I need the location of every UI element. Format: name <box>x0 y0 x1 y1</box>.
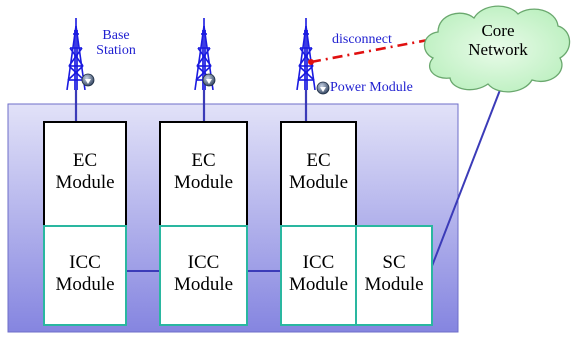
icc-module-title: ICC <box>302 252 335 273</box>
icc-module-box <box>43 225 127 326</box>
icc-module-2: ICC Module <box>160 252 247 297</box>
icc-module-3: ICC Module <box>281 252 356 297</box>
sc-module-title: SC <box>382 252 406 273</box>
icc-module-subtitle: Module <box>55 274 115 296</box>
ec-module-subtitle: Module <box>173 172 234 194</box>
ec-module-2: EC Module <box>160 150 247 195</box>
icc-module-box <box>159 225 248 326</box>
core-network-label: Core Network <box>458 21 538 59</box>
core-network-cloud <box>423 5 571 93</box>
icc-module-title: ICC <box>69 252 101 273</box>
icc-module-title: ICC <box>187 252 220 273</box>
base-station-label-line1: Base <box>102 28 130 43</box>
power-module-icon <box>316 81 330 95</box>
disconnect-point <box>308 59 314 65</box>
link-sc-core-network <box>431 89 501 267</box>
ec-module-title: EC <box>306 150 331 171</box>
disconnect-line <box>310 38 429 64</box>
ec-module-1: EC Module <box>44 150 126 195</box>
power-module-icon <box>202 73 216 87</box>
icc-module-1: ICC Module <box>44 252 126 297</box>
icc-module-subtitle: Module <box>173 274 234 296</box>
base-station-label-line2: Station <box>96 43 136 59</box>
sc-module-subtitle: Module <box>364 274 424 296</box>
ec-module-title: EC <box>72 150 98 171</box>
power-module-label: Power Module <box>330 80 413 95</box>
sc-module-box <box>355 225 433 326</box>
base-station-tower-icon <box>296 18 316 90</box>
icc-module-subtitle: Module <box>288 274 349 296</box>
core-network-label-line2: Network <box>468 39 528 59</box>
ec-module-3: EC Module <box>281 150 356 195</box>
core-network-label-line1: Core <box>481 21 515 40</box>
ec-module-subtitle: Module <box>55 172 115 194</box>
ec-module-title: EC <box>191 150 216 171</box>
icc-module-box <box>280 225 357 326</box>
sc-module: SC Module <box>356 252 432 297</box>
disconnect-label: disconnect <box>332 32 392 47</box>
power-module-icon <box>81 73 95 87</box>
base-station-label: Base Station <box>93 28 139 59</box>
ec-module-subtitle: Module <box>288 172 349 194</box>
